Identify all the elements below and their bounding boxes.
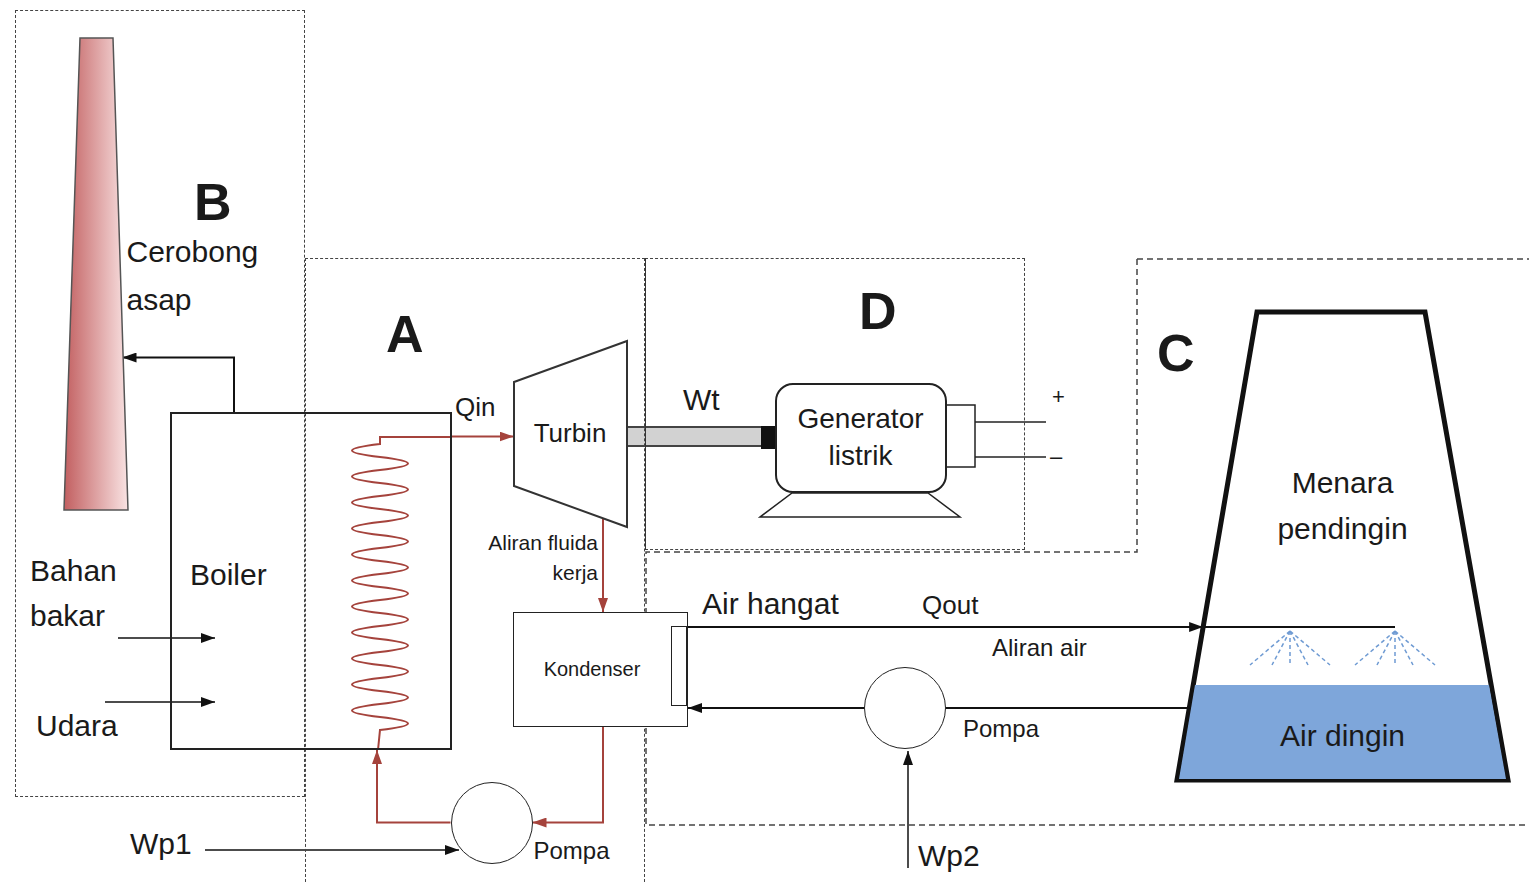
turbine: Turbin bbox=[513, 340, 628, 528]
pump-label: Pompa bbox=[534, 837, 610, 866]
tower-body bbox=[1177, 312, 1508, 780]
flow-label: Aliran air bbox=[992, 634, 1087, 663]
spray-line bbox=[1377, 631, 1395, 665]
condenser-box: Kondenser bbox=[513, 612, 688, 727]
terminal-sign: + bbox=[1052, 384, 1065, 410]
water-fill bbox=[1179, 685, 1506, 779]
spray-line bbox=[1355, 631, 1395, 665]
connector-line bbox=[688, 626, 1203, 628]
feedwater-line bbox=[377, 750, 451, 823]
boiler-label: Boiler bbox=[190, 557, 267, 593]
region-letter: C bbox=[1157, 322, 1195, 384]
generator-terminal-box bbox=[946, 405, 975, 467]
shaft-coupling bbox=[761, 426, 775, 449]
turbine-label: Turbin bbox=[534, 418, 607, 449]
connector-line bbox=[533, 727, 604, 823]
connector-line bbox=[123, 358, 235, 413]
turbine-body bbox=[514, 341, 627, 527]
connector-line bbox=[602, 519, 604, 613]
illustration bbox=[761, 426, 775, 449]
region-outline: CMenara pendinginAir dinginPompa bbox=[645, 258, 1529, 825]
generator-base bbox=[760, 493, 960, 517]
cold-water-pool: Air dingin bbox=[1175, 685, 1510, 782]
terminal-sign: – bbox=[1050, 444, 1062, 470]
work-label: Wp2 bbox=[918, 838, 980, 874]
heat-label: Qout bbox=[922, 590, 978, 621]
warm-water-line bbox=[688, 627, 1203, 628]
connector-label: Wt bbox=[683, 382, 720, 418]
input-label: Bahan bakar bbox=[30, 548, 145, 638]
spray-line bbox=[1250, 631, 1290, 665]
input-label: Udara bbox=[36, 708, 118, 744]
connector-line bbox=[688, 707, 864, 709]
steam-line bbox=[452, 436, 514, 437]
terminal-wire bbox=[975, 421, 1046, 423]
shaft-outline bbox=[627, 426, 775, 447]
chimney-body bbox=[64, 38, 128, 510]
pump-label: Pompa bbox=[963, 715, 1039, 744]
region-letter: A bbox=[386, 303, 424, 365]
pump-work-arrow bbox=[205, 849, 459, 851]
condenser-label: Kondenser bbox=[544, 657, 641, 681]
connector-line bbox=[452, 436, 514, 438]
connector-line bbox=[946, 707, 1191, 709]
chimney-label: Cerobong asap bbox=[127, 228, 259, 324]
spray-line bbox=[1290, 631, 1308, 665]
pump-work-arrow bbox=[907, 751, 909, 868]
generator-box: Generator listrik bbox=[775, 383, 947, 493]
region-letter: B bbox=[194, 171, 232, 233]
pump-circle: Pompa bbox=[451, 782, 533, 864]
connector-label: Air hangat bbox=[702, 586, 839, 622]
turbine-shaft bbox=[627, 436, 775, 437]
region-box: BCerobong asap bbox=[15, 10, 305, 797]
spray-line bbox=[1290, 631, 1330, 665]
flue-gas-pipe bbox=[123, 358, 235, 413]
chimney: Cerobong asap bbox=[63, 37, 129, 511]
heating-coil bbox=[352, 437, 452, 750]
cold-water-line bbox=[946, 708, 1191, 709]
spray-line bbox=[1395, 631, 1413, 665]
chimney-outline bbox=[63, 37, 129, 511]
connector-label: Qin bbox=[455, 392, 495, 423]
fuel-arrow bbox=[118, 637, 215, 639]
terminal-wire bbox=[975, 456, 1046, 458]
connector-line bbox=[377, 750, 451, 823]
water-pipe bbox=[1202, 626, 1395, 628]
exhaust-steam-line bbox=[603, 519, 604, 613]
generator-label: Generator listrik bbox=[783, 401, 939, 474]
cooling-tower: Menara pendinginAir dingin bbox=[1175, 310, 1510, 782]
condensate-line bbox=[533, 727, 604, 823]
water-spray bbox=[1250, 631, 1435, 665]
boiler-box: Boiler bbox=[170, 412, 452, 750]
pool-label: Air dingin bbox=[1280, 718, 1405, 754]
spray-line bbox=[1394, 631, 1396, 665]
condenser-tube bbox=[671, 626, 687, 706]
work-label: Wp1 bbox=[130, 826, 192, 862]
spray-line bbox=[1395, 631, 1435, 665]
connector-label: Aliran fluida kerja bbox=[458, 528, 598, 588]
connector-layer bbox=[123, 358, 1204, 823]
region-letter: D bbox=[859, 280, 897, 342]
shaft-body bbox=[627, 428, 775, 445]
cold-water-return bbox=[688, 708, 864, 709]
air-arrow bbox=[105, 701, 215, 703]
spray-line bbox=[1289, 631, 1291, 665]
spray-line bbox=[1272, 631, 1290, 665]
region-border bbox=[646, 259, 1529, 825]
pump-circle: Pompa bbox=[864, 667, 946, 749]
tower-label: Menara pendingin bbox=[1243, 460, 1443, 552]
